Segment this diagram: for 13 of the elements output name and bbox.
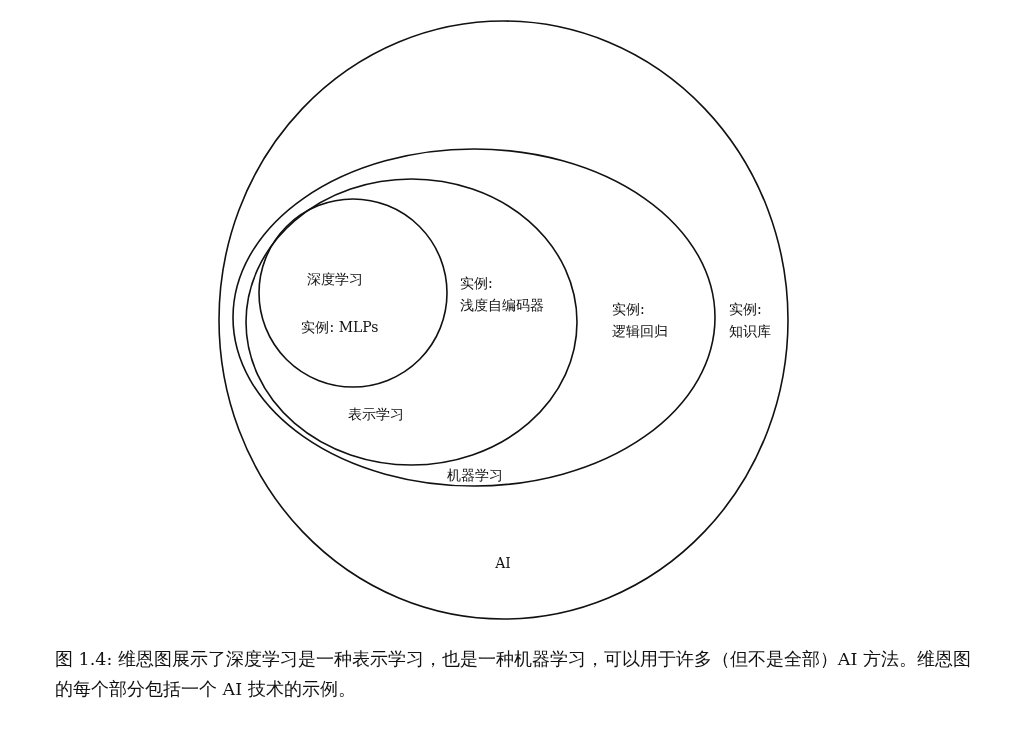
example-label: 实例: 知识库: [729, 300, 772, 341]
figure-caption: 图 1.4: 维恩图展示了深度学习是一种表示学习，也是一种机器学习，可以用于许多（但不是全部）AI 方法。维恩图的每个部分包括一个 AI 技术的示例。: [55, 648, 972, 701]
venn-ellipse: [218, 20, 789, 620]
set-label: 深度学习: [306, 270, 364, 289]
venn-ellipse: [245, 178, 578, 466]
set-label: AI: [494, 554, 512, 573]
set-label: 表示学习: [347, 405, 405, 424]
venn-ellipse: [232, 148, 716, 487]
example-label: 实例: 逻辑回归: [612, 300, 669, 341]
example-label: 实例: MLPs: [300, 318, 380, 337]
set-label: 机器学习: [446, 466, 504, 485]
example-label: 实例: 浅度自编码器: [460, 274, 545, 315]
venn-circle: [258, 198, 448, 388]
